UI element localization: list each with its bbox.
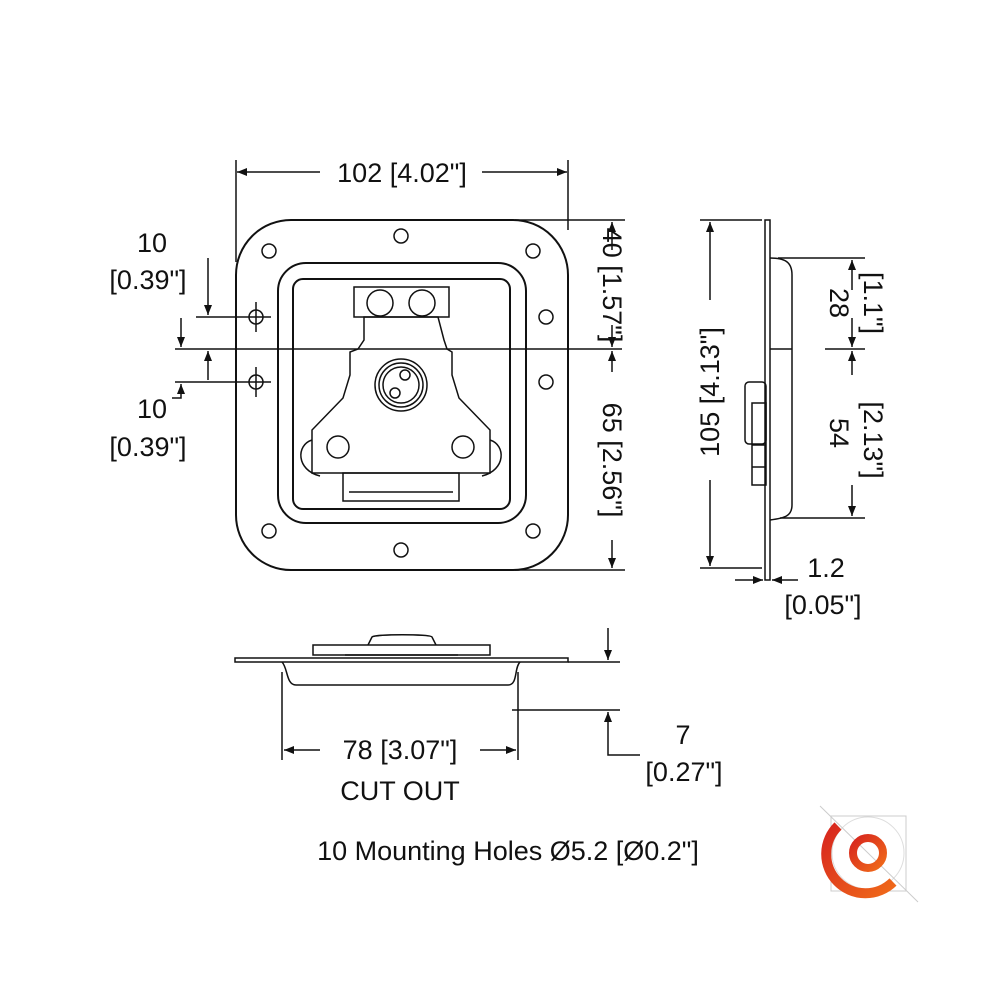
lower-height-label: 65 [2.56"] xyxy=(597,403,627,518)
front-view xyxy=(175,219,622,571)
thickness-value: 1.2 xyxy=(807,553,845,583)
recess-lower-inch: [2.13"] xyxy=(858,401,888,478)
upper-height-label: 40 [1.57"] xyxy=(597,228,627,343)
recess-upper-value: 28 xyxy=(824,288,854,318)
hole-offset-bottom-value: 10 xyxy=(137,394,167,424)
hole-offset-bottom-inch: [0.39"] xyxy=(109,432,186,462)
thickness-inch: [0.05"] xyxy=(784,590,861,620)
hole-offset-top-value: 10 xyxy=(137,228,167,258)
outer-plate xyxy=(235,219,569,571)
crosshair-holes xyxy=(175,302,271,397)
recess-outer xyxy=(277,262,527,524)
front-height-dimensions: 40 [1.57"] 65 [2.56"] xyxy=(515,219,627,571)
side-view xyxy=(744,219,793,581)
width-dimension: 102 [4.02"] xyxy=(235,158,569,262)
latch-body xyxy=(300,286,502,502)
bottom-view xyxy=(234,634,569,686)
brand-logo xyxy=(819,805,919,903)
width-label: 102 [4.02"] xyxy=(337,158,467,188)
hole-offset-dimensions: 10 [0.39"] 10 [0.39"] xyxy=(109,228,212,462)
cutout-width-label: 78 [3.07"] xyxy=(343,735,458,765)
mounting-holes xyxy=(261,228,554,558)
hole-offset-top-inch: [0.39"] xyxy=(109,265,186,295)
bottom-dimensions: 78 [3.07"] CUT OUT 7 [0.27"] xyxy=(281,628,723,806)
depth-inch: [0.27"] xyxy=(645,757,722,787)
cutout-label: CUT OUT xyxy=(340,776,460,806)
mounting-holes-note: 10 Mounting Holes Ø5.2 [Ø0.2"] xyxy=(317,836,699,866)
side-dimensions: 105 [4.13"] 28 [1.1"] 54 [2.13"] 1.2 [0.… xyxy=(695,219,888,620)
recess-upper-inch: [1.1"] xyxy=(858,272,888,334)
recess-lower-value: 54 xyxy=(824,418,854,448)
depth-value: 7 xyxy=(675,720,690,750)
total-height-label: 105 [4.13"] xyxy=(695,327,725,457)
recess-inner xyxy=(292,278,511,510)
